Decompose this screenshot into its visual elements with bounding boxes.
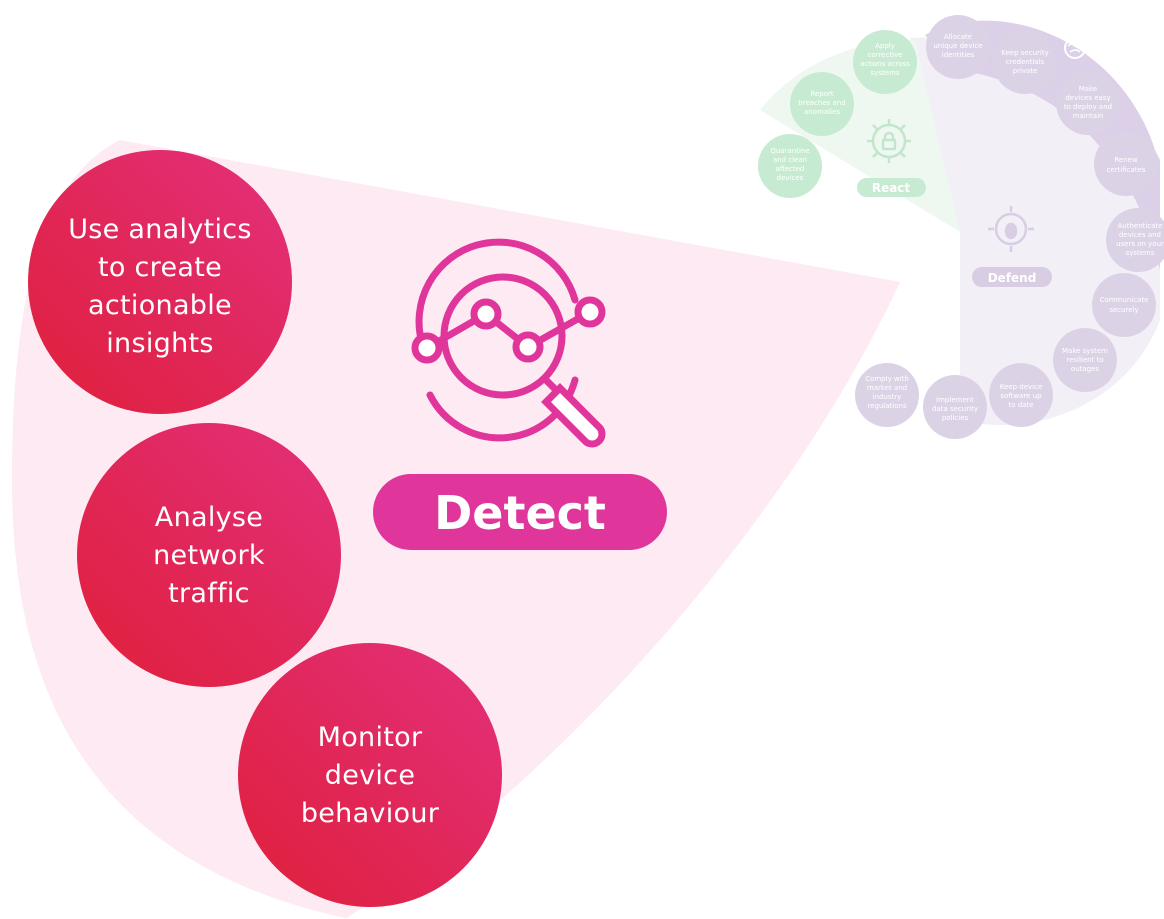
defend-item-6-line-1: Communicate [1100, 296, 1149, 304]
defend-item-8-line-3: to date [1008, 401, 1033, 409]
defend-item-9-line-2: data security [932, 405, 978, 413]
detect-item-3: Monitor device behaviour [238, 643, 502, 907]
detect-item-3-line-1: Monitor [318, 722, 423, 753]
react-item-3-line-4: devices [777, 174, 804, 182]
defend-item-9-line-1: Implement [936, 396, 974, 404]
detect-title: Detect [434, 486, 606, 540]
detect-item-2-line-1: Analyse [155, 502, 263, 533]
detect-item-1-line-4: insights [106, 328, 214, 359]
defend-item-6-line-2: securely [1109, 306, 1138, 314]
react-item-1-line-3: actions across [860, 60, 910, 68]
defend-item-2: Keep security credentials private [993, 30, 1057, 94]
react-item-3-line-1: Quarantine [770, 147, 809, 155]
react-title-pill: React [857, 178, 926, 197]
defend-item-4: Renew certificates [1094, 132, 1158, 196]
bug-target-icon [988, 206, 1034, 252]
defend-item-8: Keep device software up to date [989, 363, 1053, 427]
defend-item-5-line-2: devices and [1119, 231, 1161, 239]
react-item-3-line-3: affected [776, 165, 805, 173]
react-item-2-line-3: anomalies [804, 108, 840, 116]
defend-item-3: Make devices easy to deploy and maintain [1056, 71, 1120, 135]
defend-item-5-line-4: systems [1126, 249, 1155, 257]
react-item-1-line-1: Apply [875, 42, 895, 50]
react-item-3: Quarantine and clean affected devices [758, 134, 822, 198]
defend-item-5-line-1: Authenticate [1117, 222, 1162, 230]
react-item-2-line-1: Report [810, 90, 833, 98]
defend-item-3-line-3: to deploy and [1064, 103, 1112, 111]
detect-item-1-line-3: actionable [88, 290, 232, 321]
react-item-2: Report breaches and anomalies [790, 72, 854, 136]
defend-item-3-line-1: Make [1079, 85, 1097, 93]
defend-item-2-line-1: Keep security [1001, 49, 1048, 57]
detect-title-pill: Detect [373, 474, 667, 550]
defend-item-10-line-4: regulations [867, 402, 907, 410]
defend-item-5: Authenticate devices and users on your s… [1106, 208, 1164, 272]
react-item-3-line-2: and clean [773, 156, 807, 164]
defend-item-7: Make system resilient to outages [1053, 328, 1117, 392]
defend-item-3-line-2: devices easy [1065, 94, 1110, 102]
detect-item-3-line-3: behaviour [301, 798, 440, 829]
react-item-1-line-4: systems [871, 69, 900, 77]
defend-item-8-line-2: software up [1000, 392, 1042, 400]
defend-title-pill: Defend [972, 267, 1052, 287]
defend-item-1: Allocate unique device identities [926, 15, 990, 79]
react-item-1-line-2: corrective [868, 51, 903, 59]
defend-item-7-line-1: Make system [1062, 347, 1108, 355]
defend-item-7-line-3: outages [1071, 365, 1100, 373]
detect-item-1-line-1: Use analytics [68, 214, 252, 245]
defend-item-3-line-4: maintain [1073, 112, 1104, 120]
defend-item-4-line-1: Renew [1114, 156, 1138, 164]
defend-item-2-line-2: credentials [1006, 58, 1045, 66]
defend-item-10-line-1: Comply with [865, 375, 909, 383]
virus-lock-icon [867, 119, 911, 163]
defend-item-2-line-3: private [1013, 67, 1038, 75]
defend-item-7-line-2: resilient to [1066, 356, 1103, 364]
react-title: React [872, 181, 911, 195]
defend-title: Defend [988, 271, 1037, 285]
defend-item-10-line-3: industry [873, 393, 902, 401]
defend-item-10-line-2: market and [867, 384, 907, 392]
defend-item-1-line-1: Allocate [944, 33, 972, 41]
defend-item-9: Implement data security policies [923, 375, 987, 439]
defend-item-5-line-3: users on your [1116, 240, 1164, 248]
detect-item-3-line-2: device [325, 760, 416, 791]
defend-item-1-line-2: unique device [933, 42, 982, 50]
detect-item-1-line-2: to create [98, 252, 222, 283]
react-item-2-line-2: breaches and [798, 99, 845, 107]
analytics-magnifier-icon [411, 238, 606, 448]
detect-item-2-line-3: traffic [168, 578, 250, 609]
defend-item-9-line-3: policies [942, 414, 969, 422]
defend-item-6: Communicate securely [1092, 273, 1156, 337]
react-item-1: Apply corrective actions across systems [853, 30, 917, 94]
detect-item-2-line-2: network [153, 540, 265, 571]
defend-item-4-line-2: certificates [1107, 166, 1146, 174]
defend-item-10: Comply with market and industry regulati… [855, 363, 919, 427]
defend-item-8-line-1: Keep device [1000, 383, 1043, 391]
detect-item-1: Use analytics to create actionable insig… [28, 150, 292, 414]
defend-item-1-line-3: identities [942, 51, 975, 59]
detect-item-2: Analyse network traffic [77, 423, 341, 687]
